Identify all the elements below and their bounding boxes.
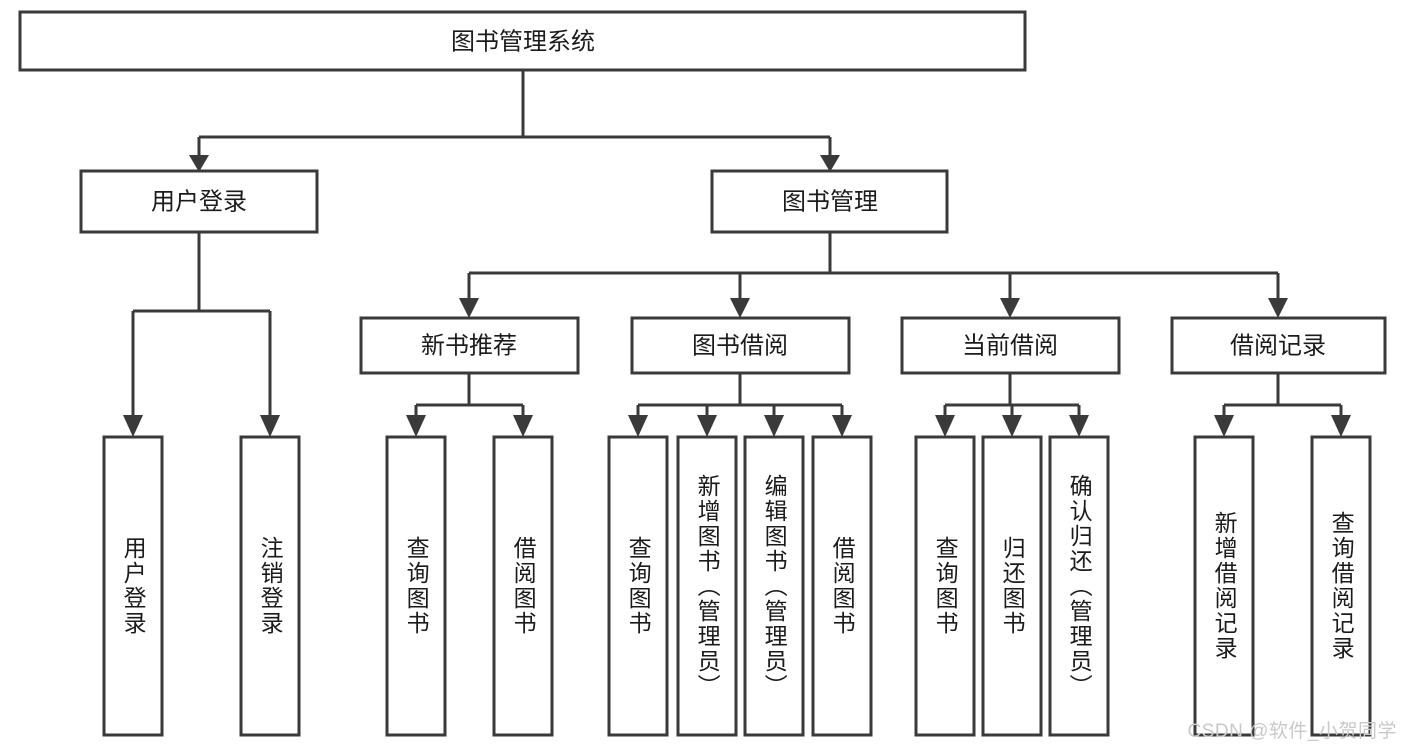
node-book-borrow-label: 图书借阅 xyxy=(692,332,788,359)
node-label-layer: 图书管理系统 用户登录 图书管理 新书推荐 图书借阅 当前借阅 借阅记录 xyxy=(151,28,1326,359)
arrow-leaf-user-login xyxy=(123,415,143,437)
node-borrow-record-label: 借阅记录 xyxy=(1230,332,1326,359)
arrow-to-book-borrow xyxy=(730,298,750,318)
node-current-borrow-box[interactable] xyxy=(900,316,1121,375)
arrow-leaf-edit-book xyxy=(764,415,784,437)
node-user-login-box[interactable] xyxy=(79,169,319,234)
arrow-leaf-query-book-2 xyxy=(628,415,648,437)
node-new-book-rec-label: 新书推荐 xyxy=(421,332,517,359)
csdn-watermark: CSDN @软件_小贺同学 xyxy=(1187,721,1397,742)
arrow-leaf-query-record xyxy=(1331,415,1351,437)
node-leaf-borrow-book-1-box[interactable] xyxy=(492,435,554,737)
arrow-leaf-query-book-3 xyxy=(935,415,955,437)
node-current-borrow-label: 当前借阅 xyxy=(962,332,1058,359)
arrow-to-new-book-rec xyxy=(459,298,479,318)
node-leaf-logout-login-box[interactable] xyxy=(239,435,301,737)
arrow-leaf-return-book xyxy=(1002,415,1022,437)
arrow-to-borrow-record xyxy=(1268,298,1288,318)
arrow-to-current-borrow xyxy=(1000,298,1020,318)
arrow-to-book-manage xyxy=(820,155,840,172)
node-leaf-user-login-box[interactable] xyxy=(102,435,164,737)
node-root-label: 图书管理系统 xyxy=(451,28,595,55)
node-box-layer xyxy=(18,10,1387,737)
arrow-leaf-confirm-return xyxy=(1069,415,1089,437)
node-leaf-add-book-box[interactable] xyxy=(676,435,738,737)
node-book-manage-label: 图书管理 xyxy=(782,188,878,215)
node-new-book-rec-box[interactable] xyxy=(359,316,580,375)
connector-layer xyxy=(123,70,1351,437)
arrow-leaf-query-book-1 xyxy=(406,415,426,437)
node-leaf-query-record-box[interactable] xyxy=(1310,435,1372,737)
node-leaf-confirm-return-box[interactable] xyxy=(1048,435,1110,737)
arrow-leaf-borrow-book-2 xyxy=(832,415,852,437)
node-root-box[interactable] xyxy=(18,10,1027,72)
arrow-leaf-borrow-book-1 xyxy=(513,415,533,437)
node-leaf-return-book-box[interactable] xyxy=(981,435,1043,737)
node-leaf-edit-book-box[interactable] xyxy=(743,435,805,737)
node-book-manage-box[interactable] xyxy=(710,169,949,234)
node-borrow-record-box[interactable] xyxy=(1170,316,1387,375)
node-user-login-label: 用户登录 xyxy=(151,188,247,215)
arrow-to-user-login xyxy=(189,155,209,172)
node-leaf-borrow-book-2-box[interactable] xyxy=(811,435,873,737)
node-leaf-add-record-box[interactable] xyxy=(1193,435,1255,737)
node-book-borrow-box[interactable] xyxy=(630,316,851,375)
node-leaf-query-book-1-box[interactable] xyxy=(385,435,447,737)
node-leaf-query-book-3-box[interactable] xyxy=(914,435,976,737)
arrow-leaf-add-book xyxy=(697,415,717,437)
node-leaf-query-book-2-box[interactable] xyxy=(607,435,669,737)
arrow-leaf-logout-login xyxy=(260,415,280,437)
arrow-leaf-add-record xyxy=(1214,415,1234,437)
